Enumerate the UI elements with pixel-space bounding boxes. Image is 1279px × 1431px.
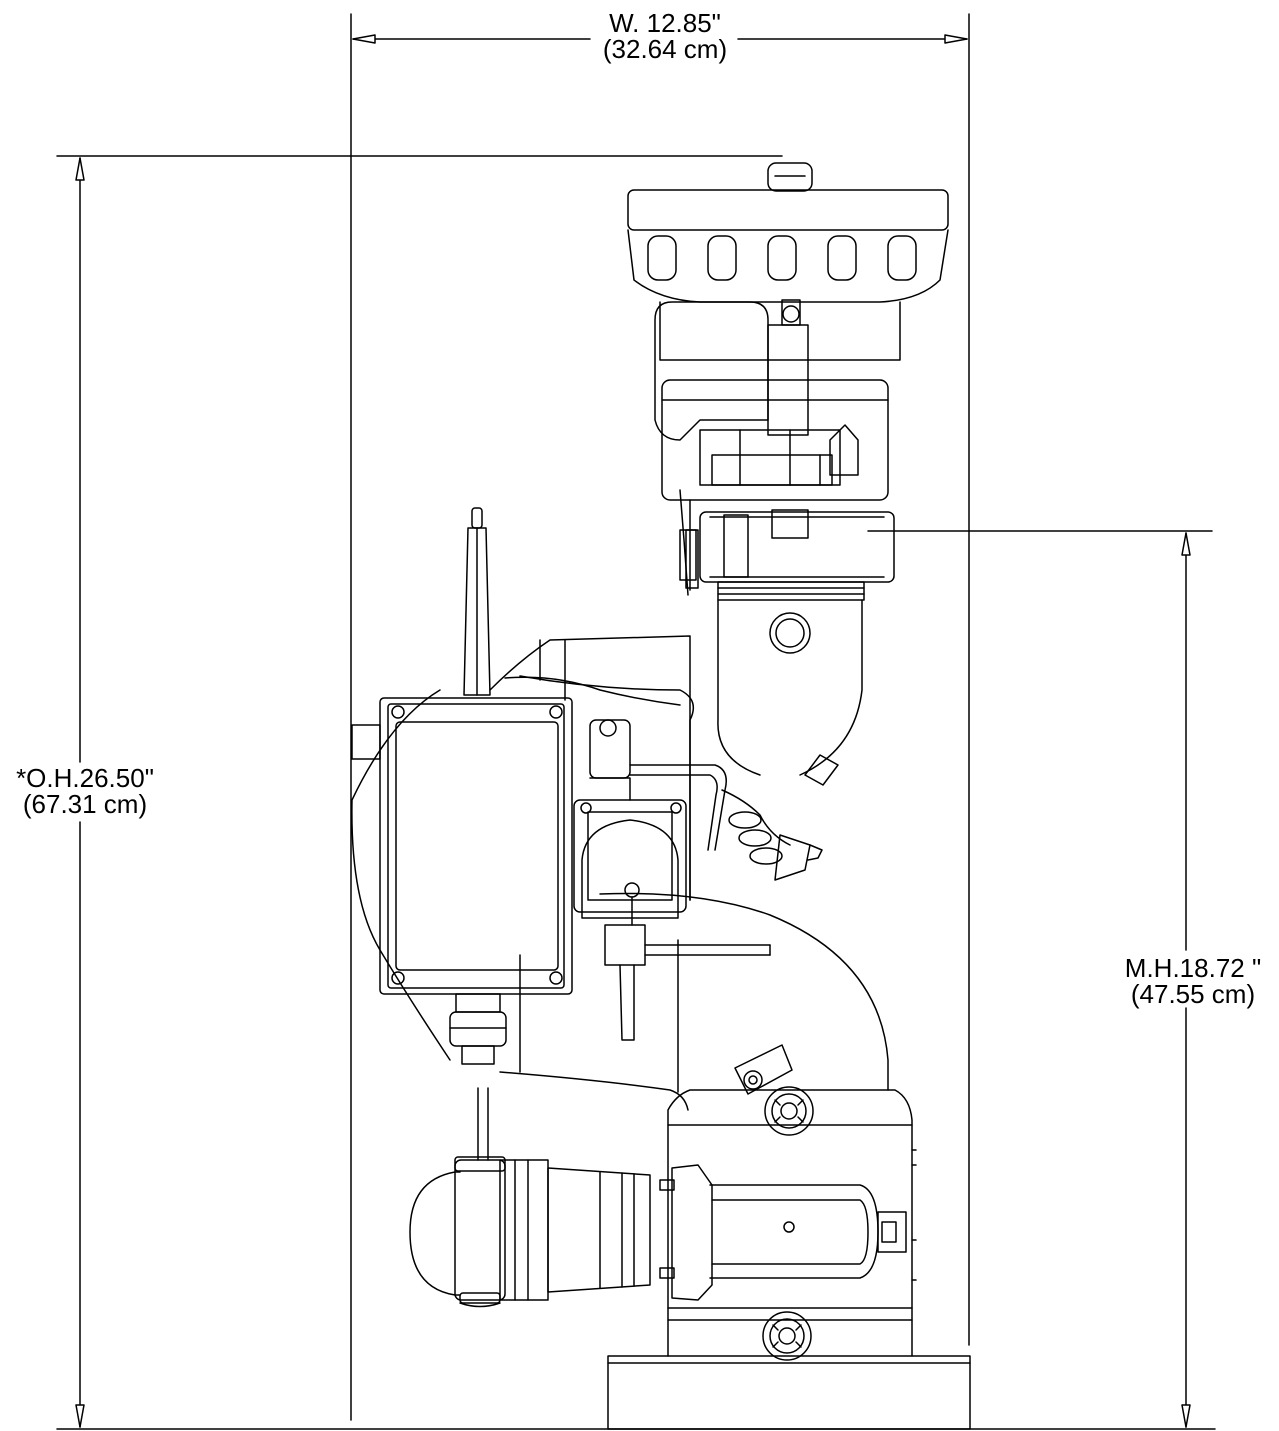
elbow-grease-fitting <box>735 1045 792 1094</box>
nozzle-motor-housing <box>655 300 858 485</box>
discharge-nozzle <box>410 1157 650 1307</box>
lower-elbow <box>500 676 888 1110</box>
width-dimension-inches: W. 12.85" <box>609 8 721 38</box>
upper-elbow <box>718 582 864 785</box>
overall-height-label: *O.H.26.50" (67.31 cm) <box>0 765 180 817</box>
nozzle-handle-bracket <box>660 1165 906 1300</box>
nozzle-cable <box>478 1088 488 1160</box>
upper-bolt-nut <box>765 1087 813 1135</box>
width-dimension-cm: (32.64 cm) <box>602 34 728 64</box>
valve-actuator <box>574 720 726 925</box>
rear-housing <box>352 636 690 1060</box>
width-dimension-label: W. 12.85" (32.64 cm) <box>565 10 765 62</box>
overall-height-dimension <box>57 156 1215 1429</box>
motor-lead-wire <box>680 490 696 595</box>
base-flange <box>608 1356 970 1429</box>
lower-riser-body <box>668 1090 916 1356</box>
top-fog-nozzle <box>628 163 948 500</box>
overall-height-inches: *O.H.26.50" <box>16 763 154 793</box>
antenna <box>464 508 490 695</box>
width-dimension <box>351 14 969 1420</box>
lower-valve-fitting <box>605 925 770 1040</box>
overall-height-cm: (67.31 cm) <box>22 789 148 819</box>
coiled-hose <box>722 790 822 880</box>
lower-bolt-nut <box>763 1312 811 1360</box>
coupling-ring <box>686 500 894 590</box>
mount-height-label: M.H.18.72 " (47.55 cm) <box>1108 955 1278 1007</box>
mount-height-inches: M.H.18.72 " <box>1124 953 1262 983</box>
mount-height-dimension <box>868 531 1212 1427</box>
cable-gland <box>450 994 506 1064</box>
mount-height-cm: (47.55 cm) <box>1130 979 1256 1009</box>
nozzle-grip-teeth <box>648 236 916 280</box>
